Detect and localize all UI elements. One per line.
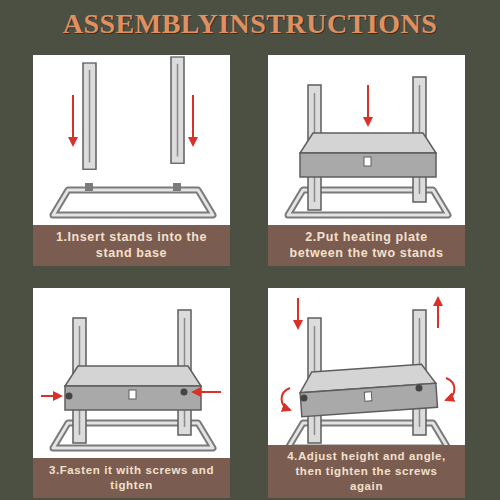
caption-band: 1.Insert stands into the stand base: [33, 225, 230, 266]
caption-band: 4.Adjust height and angle, then tighten …: [268, 445, 465, 498]
step-caption: 1.Insert stands into the stand base: [43, 229, 220, 262]
step-caption: 3.Fasten it with screws and tighten: [43, 463, 220, 493]
page-title: ASSEMBLYINSTRUCTIONS: [0, 8, 500, 40]
caption-band: 2.Put heating plate between the two stan…: [268, 225, 465, 266]
step-caption: 2.Put heating plate between the two stan…: [278, 229, 455, 262]
step-caption: 4.Adjust height and angle, then tighten …: [278, 449, 455, 494]
caption-band: 3.Fasten it with screws and tighten: [33, 458, 230, 498]
